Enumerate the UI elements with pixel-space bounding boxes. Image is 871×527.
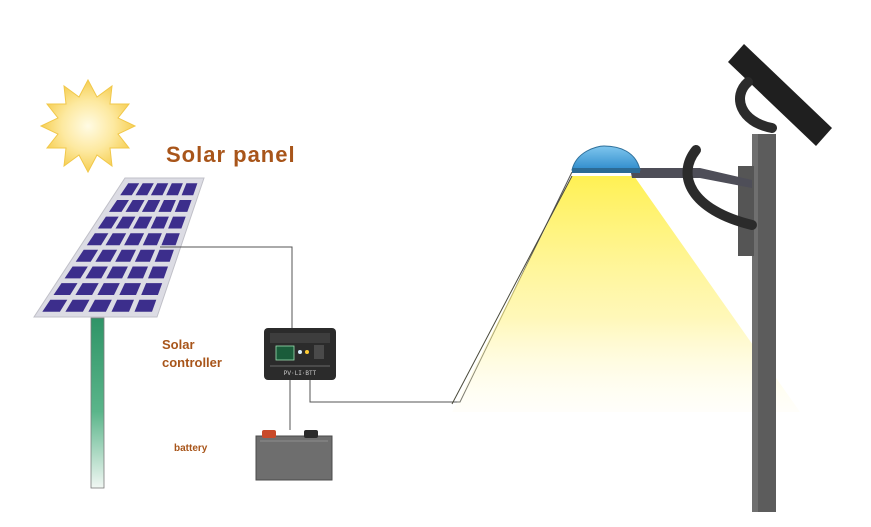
solar-controller-label: Solar controller <box>162 336 222 372</box>
solar-cell <box>64 266 88 279</box>
solar-cell <box>65 299 90 312</box>
solar-cell <box>86 233 109 246</box>
solar-cell <box>75 249 99 262</box>
solar-cell <box>135 183 154 196</box>
solar-cell <box>42 299 68 312</box>
solar-cell <box>53 283 78 295</box>
solar-cell <box>85 266 108 279</box>
sun-icon <box>39 78 137 174</box>
solar-cell <box>111 299 134 312</box>
solar-cell <box>124 233 145 246</box>
solar-cell <box>97 216 119 229</box>
solar-cell <box>161 233 180 246</box>
solar-cell <box>168 216 186 229</box>
solar-cell <box>141 283 163 295</box>
controller-label-line1: Solar <box>162 337 195 352</box>
solar-cell <box>115 216 136 229</box>
solar-panel-label: Solar panel <box>166 142 296 167</box>
solar-cell <box>88 299 112 312</box>
solar-cell <box>106 266 128 279</box>
solar-panel-icon <box>33 177 205 318</box>
solar-cell <box>174 200 192 212</box>
light-beam <box>452 176 800 412</box>
solar-cell <box>142 233 162 246</box>
battery-label: battery <box>174 443 208 454</box>
solar-cell <box>154 249 174 262</box>
solar-cell <box>120 183 140 196</box>
solar-cell <box>125 200 145 212</box>
solar-cell <box>134 299 157 312</box>
solar-cell <box>75 283 99 295</box>
solar-cell <box>119 283 141 295</box>
street-lamp-icon <box>571 44 832 512</box>
solar-cell <box>181 183 198 196</box>
solar-cell <box>97 283 120 295</box>
solar-cell <box>150 216 169 229</box>
solar-cell <box>95 249 118 262</box>
controller-face-text: PV·LI·BTT <box>284 370 317 377</box>
beam-edge <box>451 175 573 405</box>
panel-support-pole <box>90 317 105 489</box>
battery-icon <box>255 430 333 481</box>
solar-cell <box>109 200 129 212</box>
solar-cell <box>166 183 183 196</box>
solar-cell <box>148 266 168 279</box>
solar-cell <box>150 183 169 196</box>
solar-cell <box>105 233 127 246</box>
solar-cell <box>141 200 161 212</box>
solar-cell <box>134 249 155 262</box>
solar-cell <box>158 200 176 212</box>
controller-icon: PV·LI·BTT <box>264 328 336 380</box>
controller-label-line2: controller <box>162 355 222 370</box>
solar-cell <box>133 216 153 229</box>
solar-cell <box>115 249 136 262</box>
solar-cell <box>127 266 148 279</box>
